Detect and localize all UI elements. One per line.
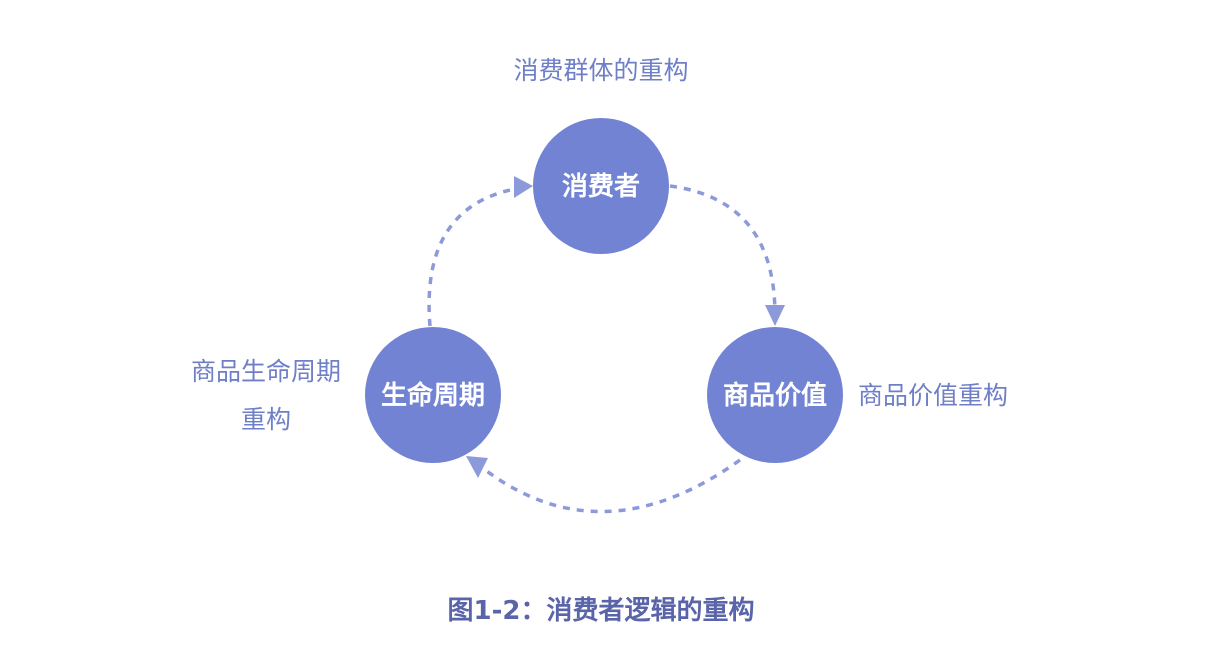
node-value: 商品价值 xyxy=(707,327,843,463)
annotation-value: 商品价值重构 xyxy=(858,381,1008,410)
arrow-value-to-lifecycle xyxy=(478,458,742,514)
node-lifecycle: 生命周期 xyxy=(365,327,501,463)
node-lifecycle-label: 生命周期 xyxy=(381,380,485,411)
annotation-consumer: 消费群体的重构 xyxy=(513,56,688,85)
annotation-lifecycle-line1: 商品生命周期 xyxy=(191,357,341,386)
arrow-lifecycle-to-consumer xyxy=(427,186,521,327)
node-value-label: 商品价值 xyxy=(723,380,827,411)
annotation-lifecycle-line2: 重构 xyxy=(241,405,291,434)
arrow-consumer-to-value xyxy=(669,184,777,316)
arrowhead-to-lifecycle xyxy=(466,456,488,478)
arrowhead-to-value xyxy=(765,305,785,326)
figure-caption: 图1-2：消费者逻辑的重构 xyxy=(448,595,755,626)
node-consumer: 消费者 xyxy=(533,118,669,254)
arrowhead-to-consumer xyxy=(514,176,533,198)
node-consumer-label: 消费者 xyxy=(562,172,640,202)
